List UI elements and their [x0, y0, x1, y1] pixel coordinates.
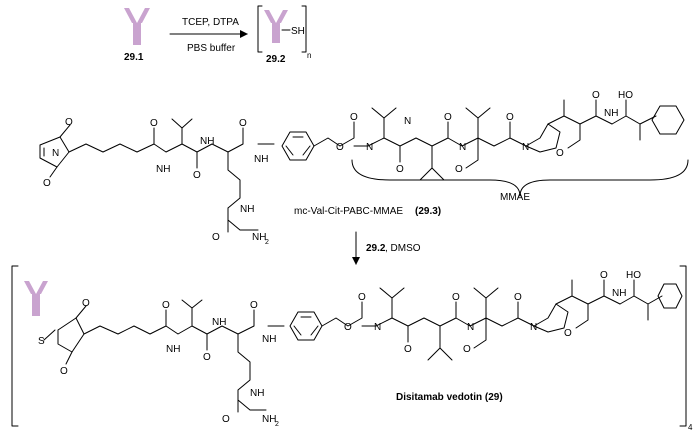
svg-text:O: O: [444, 112, 452, 123]
svg-text:HO: HO: [626, 270, 641, 281]
svg-text:O: O: [514, 292, 522, 303]
svg-text:O: O: [463, 344, 471, 355]
svg-text:NH: NH: [612, 288, 626, 299]
svg-text:N: N: [522, 142, 529, 153]
svg-text:O: O: [250, 300, 258, 311]
svg-text:N: N: [459, 142, 466, 153]
svg-text:O: O: [203, 352, 211, 363]
linker-name: mc-Val-Cit-PABC-MMAE: [294, 206, 403, 217]
svg-text:NH: NH: [166, 344, 180, 355]
svg-text:NH: NH: [604, 108, 618, 119]
svg-text:NH: NH: [252, 232, 266, 243]
svg-text:O: O: [212, 232, 220, 243]
svg-text:O: O: [404, 344, 412, 355]
svg-text:O: O: [452, 292, 460, 303]
label-29-2: 29.2: [266, 54, 286, 65]
reagents-line-2: PBS buffer: [187, 43, 236, 54]
svg-text:O: O: [222, 414, 230, 425]
product-label: Disitamab vedotin (29): [396, 392, 503, 403]
svg-text:O: O: [162, 300, 170, 311]
svg-text:NH: NH: [250, 388, 264, 399]
svg-text:O: O: [82, 298, 90, 309]
svg-text:NH: NH: [254, 154, 268, 165]
svg-text:N: N: [52, 148, 59, 159]
subscript-4: 4: [688, 423, 693, 432]
svg-text:O: O: [600, 270, 608, 281]
svg-text:O: O: [193, 170, 201, 181]
step2-reagent-bold: 29.2: [366, 243, 386, 254]
antibody-icon-29-1: [124, 8, 150, 45]
svg-text:O: O: [455, 164, 463, 175]
svg-text:O: O: [336, 142, 344, 153]
svg-text:N: N: [467, 322, 474, 333]
svg-text:N: N: [374, 322, 381, 333]
svg-text:O: O: [344, 322, 352, 333]
svg-text:N: N: [530, 322, 537, 333]
svg-text:O: O: [564, 328, 572, 339]
svg-text:O: O: [556, 148, 564, 159]
svg-text:HO: HO: [618, 90, 633, 101]
svg-text:O: O: [358, 292, 366, 303]
svg-text:O: O: [592, 90, 600, 101]
step2-reagent: , DMSO: [385, 243, 421, 254]
product-structure: [11, 265, 687, 427]
svg-text:NH: NH: [156, 164, 170, 175]
svg-text:O: O: [396, 164, 404, 175]
svg-text:O: O: [506, 112, 514, 123]
svg-text:O: O: [239, 118, 247, 129]
antibody-icon-product: [24, 281, 36, 294]
svg-text:S: S: [38, 336, 45, 347]
svg-text:NH: NH: [200, 136, 214, 147]
svg-text:2: 2: [275, 421, 279, 428]
svg-text:O: O: [350, 112, 358, 123]
reduced-antibody-29-2: SH n: [257, 5, 311, 60]
svg-text:O: O: [65, 117, 73, 128]
svg-text:NH: NH: [240, 204, 254, 215]
thiol-label: SH: [291, 26, 305, 37]
svg-text:NH: NH: [262, 334, 276, 345]
svg-text:NH: NH: [262, 414, 276, 425]
antibody-icon-29-2: [264, 10, 276, 23]
subscript-n: n: [307, 51, 311, 60]
svg-text:N: N: [366, 142, 373, 153]
mmae-label: MMAE: [500, 192, 530, 203]
linker-number: (29.3): [415, 206, 441, 217]
svg-text:O: O: [150, 118, 158, 129]
svg-text:O: O: [43, 178, 51, 189]
svg-text:NH: NH: [212, 317, 226, 328]
svg-text:O: O: [60, 366, 68, 377]
svg-text:N: N: [404, 116, 411, 127]
reagents-line-1: TCEP, DTPA: [182, 17, 239, 28]
svg-text:2: 2: [265, 239, 269, 246]
label-29-1: 29.1: [124, 52, 144, 63]
linker-payload-structure: [39, 99, 689, 233]
